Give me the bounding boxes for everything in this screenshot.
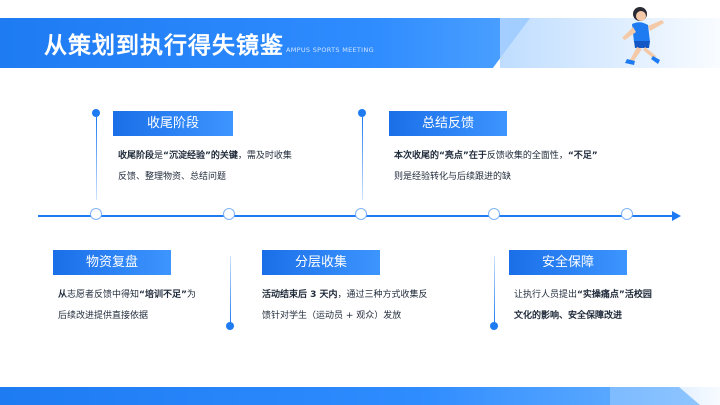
footer-banner xyxy=(0,387,700,405)
step-desc-summary: 本次收尾的“亮点”在于反馈收集的全面性，“不足” 则是经验转化与后续跟进的缺 xyxy=(394,151,598,182)
stem-dot-bottom-2 xyxy=(490,322,498,330)
step-desc-safety: 让执行人员提出“实操痛点”活校园 文化的影响、安全保障改进 xyxy=(514,290,652,321)
timeline-node-3 xyxy=(355,208,367,220)
page-title: 从策划到执行得失镜鉴 xyxy=(44,33,284,59)
timeline-node-5 xyxy=(621,208,633,220)
stem-dot-top-2 xyxy=(358,109,366,117)
step-desc-layered: 活动结束后 3 天内，通过三种方式收集反 馈针对学生（运动员 + 观众）发放 xyxy=(262,290,428,321)
header-banner xyxy=(0,18,530,68)
runner-icon xyxy=(622,7,664,65)
stem-top-1 xyxy=(96,117,97,200)
stem-bottom-1 xyxy=(230,256,231,324)
timeline-node-2 xyxy=(223,208,235,220)
step-label-safety: 安全保障 xyxy=(509,250,627,275)
page-subtitle: AMPUS SPORTS MEETING xyxy=(286,46,374,54)
stem-bottom-2 xyxy=(494,256,495,324)
header-fade xyxy=(500,18,720,68)
step-label-layered: 分层收集 xyxy=(262,250,380,275)
step-label-collect-end: 收尾阶段 xyxy=(113,111,233,136)
step-label-materials: 物资复盘 xyxy=(53,250,171,275)
timeline-node-4 xyxy=(488,208,500,220)
step-label-summary: 总结反馈 xyxy=(389,111,507,136)
step-desc-collect-end: 收尾阶段是“沉淀经验”的关键，需及时收集 反馈、整理物资、总结问题 xyxy=(118,151,292,182)
step-desc-materials: 从志愿者反馈中得知“培训不足”为 后续改进提供直接依据 xyxy=(58,290,196,321)
timeline-node-1 xyxy=(90,208,102,220)
stem-top-2 xyxy=(362,117,363,200)
stem-dot-top-1 xyxy=(92,109,100,117)
stem-dot-bottom-1 xyxy=(226,322,234,330)
timeline-arrow-icon xyxy=(672,211,681,221)
footer-fade xyxy=(610,387,720,405)
